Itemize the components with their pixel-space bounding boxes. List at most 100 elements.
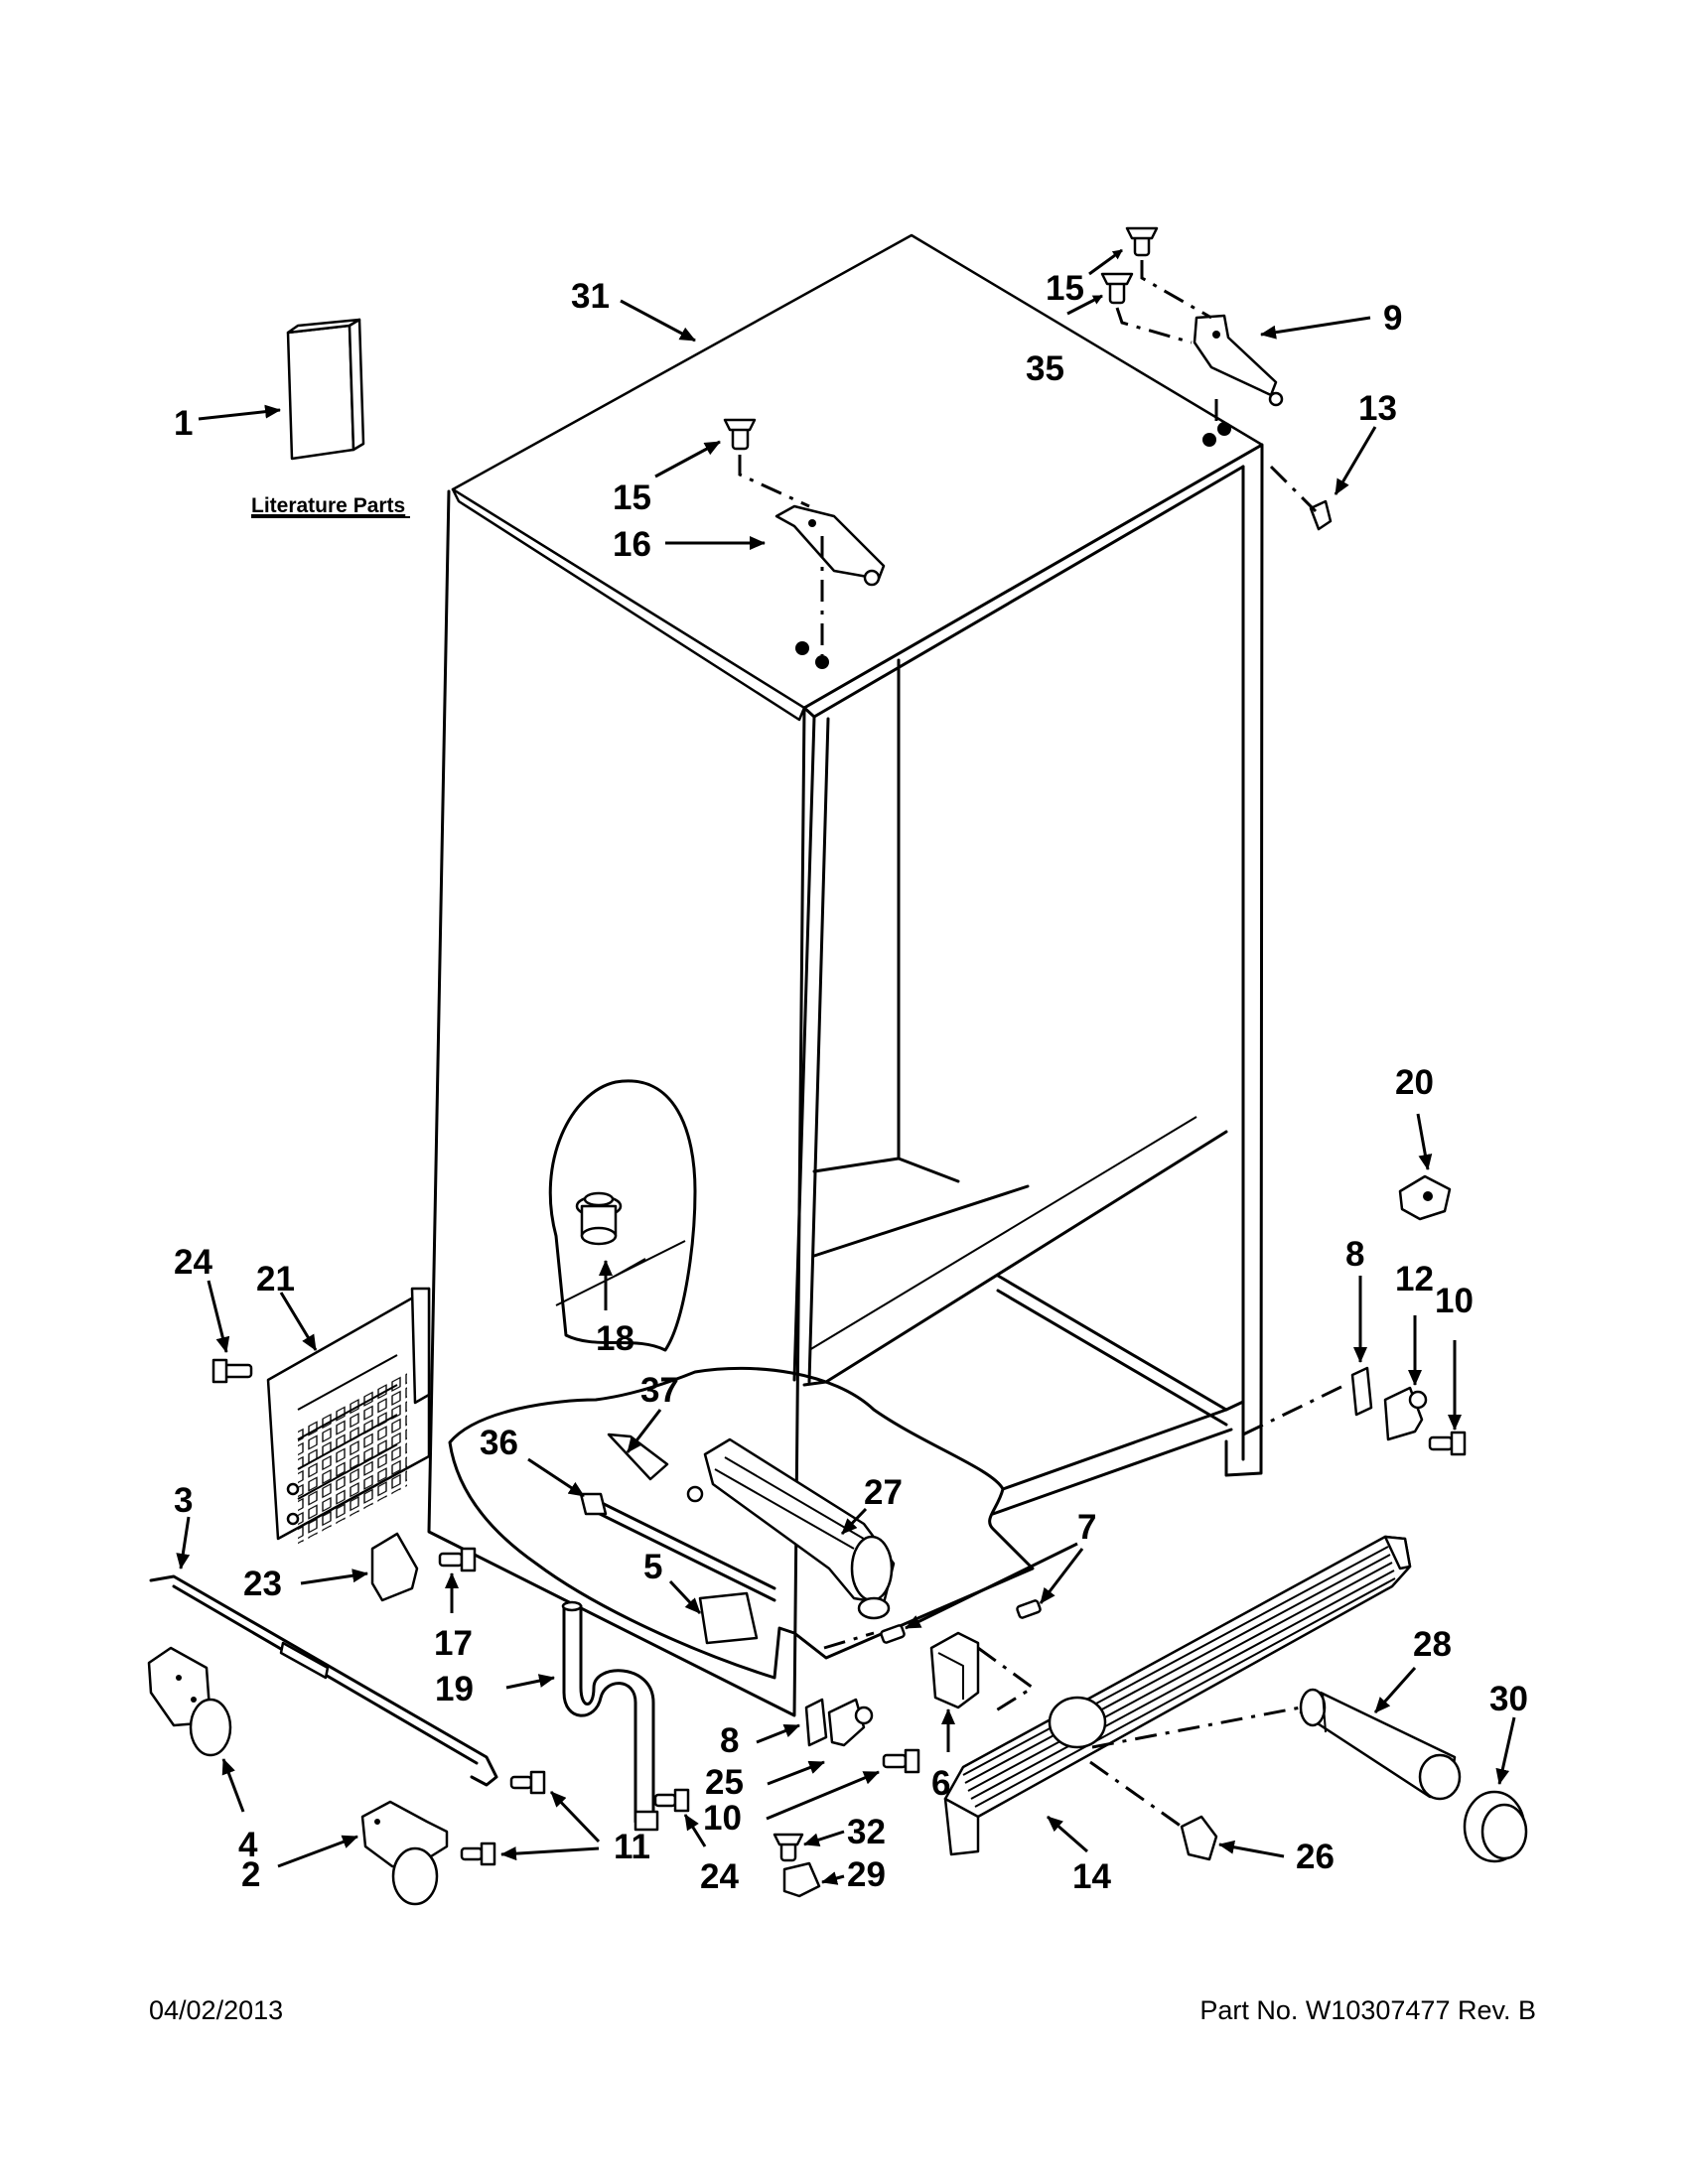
front-cutaway: [448, 1366, 1233, 1680]
leader-13: [1334, 426, 1377, 495]
callout-18: 18: [596, 1319, 634, 1358]
leader-19: [505, 1674, 555, 1690]
connector-dash-a: [977, 1646, 1036, 1714]
leveling-rod: [149, 1574, 498, 1787]
rear-access-panel: [211, 1287, 477, 1602]
callout-24a: 24: [174, 1243, 212, 1282]
filter-cap: [1463, 1790, 1528, 1863]
leader-29: [821, 1871, 845, 1885]
callout-21: 21: [256, 1260, 295, 1298]
callout-8a: 8: [1345, 1235, 1364, 1274]
leader-37: [626, 1409, 662, 1453]
footer-date: 04/02/2013: [149, 1995, 284, 2025]
leader-24a: [207, 1280, 230, 1353]
callout-25: 25: [705, 1763, 744, 1802]
callout-27: 27: [864, 1473, 903, 1512]
leader-15b: [654, 440, 721, 478]
rear-roller: [360, 1800, 496, 1906]
leader-3: [176, 1516, 191, 1570]
callout-15a: 15: [1046, 269, 1084, 308]
callout-10b: 10: [703, 1799, 742, 1838]
callout-24b: 24: [700, 1857, 739, 1896]
filter-connector: [880, 1599, 1042, 1709]
callout-29: 29: [847, 1855, 886, 1894]
leader-35: [1066, 294, 1103, 316]
leader-21: [279, 1292, 318, 1351]
base-grille: [943, 1535, 1412, 1856]
bypass-dash: [1089, 1760, 1183, 1829]
leader-1: [198, 404, 281, 421]
callout-28: 28: [1413, 1625, 1452, 1664]
leader-25: [767, 1760, 825, 1786]
callout-14: 14: [1072, 1857, 1111, 1896]
callout-9: 9: [1383, 299, 1402, 338]
connector-dash-b: [823, 1631, 875, 1650]
leader-27: [840, 1507, 868, 1536]
callout-32: 32: [847, 1813, 886, 1851]
hinge-dash-d: [1269, 465, 1318, 513]
callout-26: 26: [1296, 1838, 1335, 1876]
leader-10b: [766, 1770, 880, 1821]
footer-part-number: Part No. W10307477 Rev. B: [1199, 1995, 1536, 2025]
leader-7a: [905, 1542, 1078, 1630]
drain-cutaway: [548, 1079, 697, 1352]
leader-4: [221, 1758, 245, 1813]
callout-20: 20: [1395, 1063, 1434, 1102]
callout-19: 19: [435, 1670, 474, 1708]
leader-9: [1260, 316, 1371, 340]
leader-11b: [500, 1846, 600, 1861]
hinge-dash-b: [1115, 307, 1193, 344]
part-20-clip: [1398, 1174, 1452, 1221]
lower-hinge-right: [1350, 1366, 1467, 1456]
front-roller: [147, 1646, 232, 1757]
leader-7b: [1039, 1548, 1084, 1604]
callout-35: 35: [1026, 349, 1064, 388]
leader-15a: [1088, 248, 1123, 276]
callout-12: 12: [1395, 1260, 1434, 1298]
callout-10a: 10: [1435, 1282, 1474, 1320]
bypass-plug: [1180, 1815, 1218, 1861]
leader-20: [1416, 1113, 1433, 1170]
right-hinge-dash: [1242, 1383, 1346, 1436]
callout-37: 37: [640, 1371, 679, 1410]
filter-dash: [1091, 1706, 1302, 1749]
leader-30: [1495, 1716, 1516, 1785]
callout-8b: 8: [720, 1721, 739, 1760]
callout-31: 31: [571, 277, 610, 316]
roller-screw: [509, 1770, 546, 1795]
drain-hose: [561, 1600, 690, 1832]
literature-booklet: [286, 318, 365, 461]
center-hinge-dash-a: [738, 455, 810, 508]
callout-6: 6: [931, 1764, 950, 1803]
lower-hinge-left: [773, 1698, 920, 1898]
callout-4: 4: [238, 1826, 258, 1864]
callout-2: 2: [241, 1855, 260, 1894]
leader-5: [668, 1579, 702, 1615]
leader-8b: [756, 1723, 800, 1744]
callout-30: 30: [1489, 1680, 1528, 1718]
hinge-dash-a: [1140, 260, 1212, 320]
callout-11: 11: [614, 1828, 650, 1866]
callout-3: 3: [174, 1481, 193, 1520]
center-hinge-assembly: [723, 418, 886, 669]
callout-1: 1: [174, 404, 193, 443]
leader-28: [1373, 1667, 1417, 1713]
leader-32: [803, 1830, 845, 1847]
top-hinge-assembly: [1100, 226, 1333, 531]
literature-parts-label: Literature Parts: [251, 494, 405, 517]
leader-11a: [549, 1790, 601, 1843]
leader-26: [1218, 1840, 1285, 1858]
callout-16: 16: [613, 525, 651, 564]
callout-7: 7: [1077, 1508, 1096, 1547]
leader-24b: [683, 1814, 707, 1847]
callout-5: 5: [643, 1548, 662, 1586]
callout-36: 36: [480, 1424, 518, 1462]
callout-13: 13: [1358, 389, 1397, 428]
leader-14: [1047, 1815, 1088, 1853]
cabinet-shell: [427, 233, 1264, 1717]
leader-23: [300, 1569, 368, 1585]
callout-15b: 15: [613, 478, 651, 517]
callout-17: 17: [434, 1624, 473, 1663]
leader-31: [620, 299, 696, 342]
